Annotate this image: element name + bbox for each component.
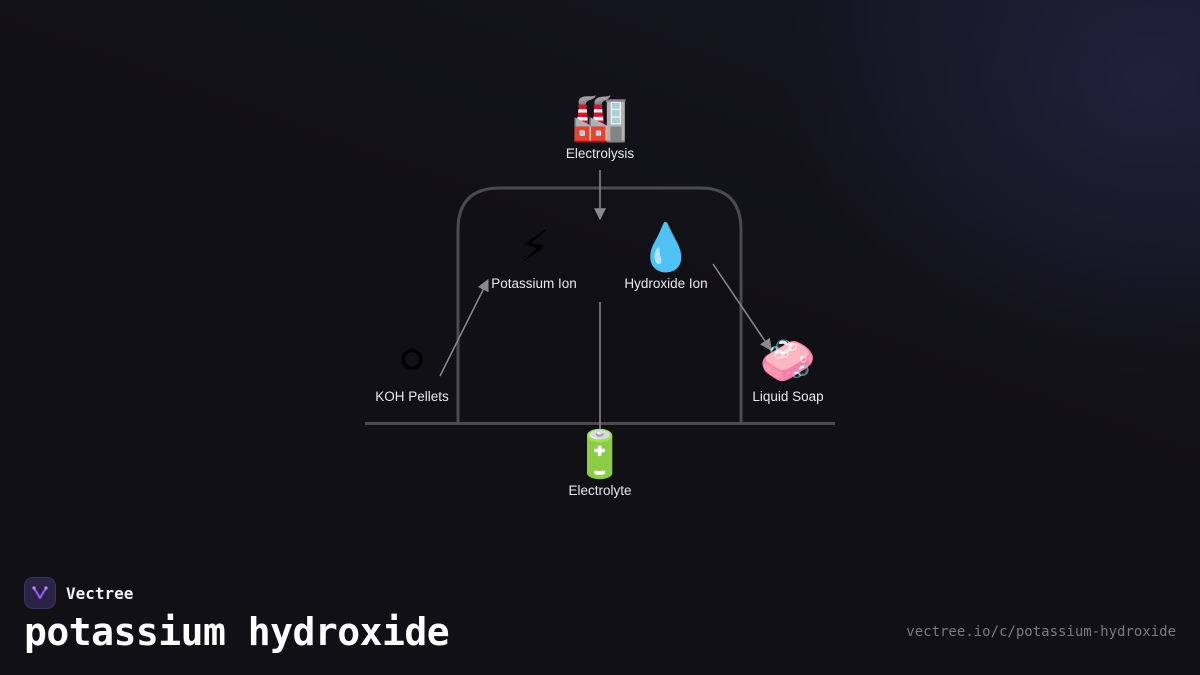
node-label: Electrolysis — [565, 146, 635, 161]
node-liquid-soap: 🧼 Liquid Soap — [708, 333, 868, 404]
node-electrolysis: 🏭 Electrolysis — [520, 90, 680, 161]
node-label: Liquid Soap — [752, 389, 824, 404]
node-koh-pellets: ⚪ KOH Pellets — [332, 333, 492, 404]
node-label: Electrolyte — [568, 483, 632, 498]
soap-icon: 🧼 — [759, 333, 817, 387]
node-potassium-ion: ⚡ Potassium Ion — [454, 220, 614, 291]
factory-icon: 🏭 — [571, 90, 629, 144]
edge-hydroxide-ion-to-liquid-soap — [712, 263, 772, 351]
node-label: Potassium Ion — [491, 276, 577, 291]
battery-icon: 🔋 — [571, 427, 629, 481]
lightning-icon: ⚡ — [517, 220, 551, 274]
node-label: KOH Pellets — [375, 389, 449, 404]
white-circle-icon: ⚪ — [392, 333, 432, 387]
page-title: potassium hydroxide — [24, 610, 450, 654]
droplet-icon: 💧 — [637, 220, 695, 274]
page-url[interactable]: vectree.io/c/potassium-hydroxide — [906, 624, 1176, 640]
node-label: Hydroxide Ion — [624, 276, 708, 291]
vectree-logo-icon — [24, 577, 56, 609]
node-electrolyte: 🔋 Electrolyte — [520, 427, 680, 498]
brand: Vectree — [24, 577, 133, 609]
brand-name: Vectree — [66, 583, 134, 603]
edge-koh-pellets-to-potassium-ion — [439, 278, 489, 377]
node-hydroxide-ion: 💧 Hydroxide Ion — [586, 220, 746, 291]
